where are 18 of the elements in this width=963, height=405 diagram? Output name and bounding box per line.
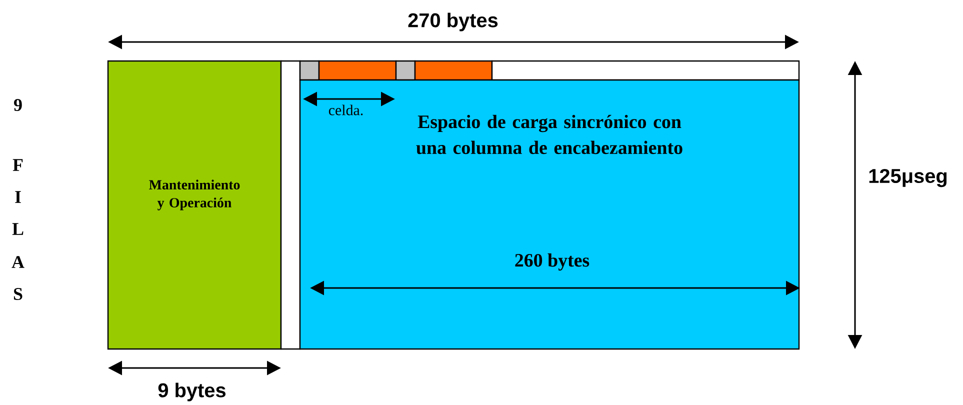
- row-label: S: [14, 288, 22, 300]
- cell-label: celda.: [328, 104, 363, 116]
- dimension-label: 260 bytes: [515, 253, 590, 271]
- row-label: I: [15, 191, 21, 203]
- row-label: A: [12, 256, 24, 268]
- cell-block: [299, 60, 320, 81]
- cell-block: [491, 60, 800, 81]
- row-label: 9: [14, 98, 22, 112]
- dimension-label: 125μseg: [869, 168, 947, 188]
- dimension-label: 270 bytes: [408, 12, 498, 32]
- row-label: F: [12, 159, 23, 171]
- row-label: L: [12, 223, 24, 235]
- maintenance-block: Mantenimiento y Operación: [107, 60, 282, 350]
- cell-block: [395, 60, 416, 81]
- dimension-label: 9 bytes: [158, 382, 226, 402]
- column-strip: [280, 60, 301, 350]
- cell-block: [318, 60, 397, 81]
- cell-block: [414, 60, 493, 81]
